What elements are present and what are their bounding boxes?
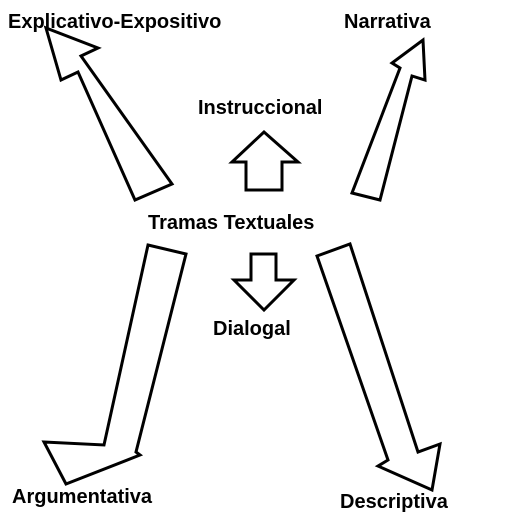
node-label-instruccional: Instruccional [198,97,323,119]
arrow-to-instruccional [228,129,302,192]
arrow-to-dialogal [230,252,298,313]
arrow-to-descriptiva [315,242,442,493]
arrow-to-argumentativa [41,243,188,486]
node-label-explicativo-expositivo: Explicativo-Expositivo [8,11,222,33]
node-label-argumentativa: Argumentativa [12,486,153,508]
arrow-to-narrativa [349,37,427,202]
node-label-descriptiva: Descriptiva [340,491,448,513]
node-label-narrativa: Narrativa [344,11,431,33]
node-label-dialogal: Dialogal [213,318,291,340]
center-label-tramas-textuales: Tramas Textuales [148,212,315,234]
arrow-to-explicativo [43,25,175,202]
